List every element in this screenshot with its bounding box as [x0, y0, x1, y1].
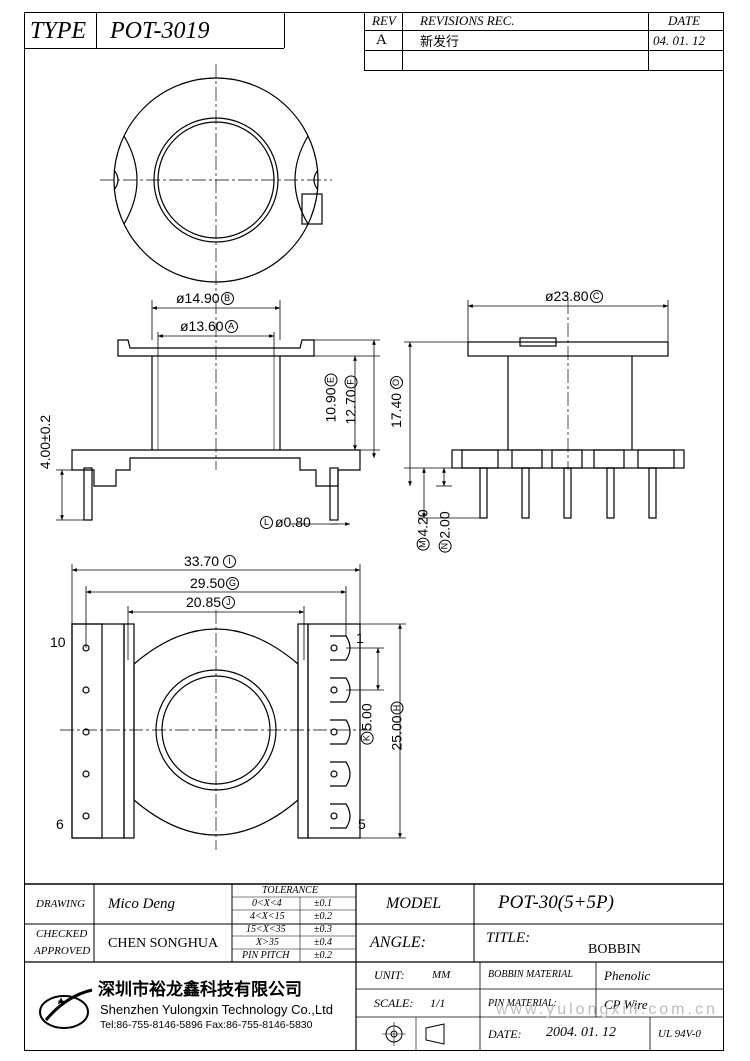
unit-value: MM	[432, 969, 451, 981]
date-label: DATE:	[488, 1026, 522, 1041]
drawing-label: DRAWING	[36, 898, 86, 910]
projection-symbol-icon	[382, 1022, 445, 1046]
title-value: BOBBIN	[588, 942, 641, 957]
scale-value: 1/1	[430, 995, 446, 1010]
pin-label-6: 6	[56, 816, 64, 832]
tolerance-value: ±0.2	[314, 911, 332, 922]
date-header: DATE	[668, 13, 701, 28]
bottom-view-dimensions	[71, 564, 406, 839]
tolerance-range: 0<X<4	[252, 898, 282, 909]
tolerance-label: TOLERANCE	[262, 885, 318, 896]
tolerance-range: X>35	[256, 937, 279, 948]
scale-label: SCALE:	[374, 995, 414, 1010]
tolerance-range: 4<X<15	[250, 911, 285, 922]
checked-label: CHECKED	[36, 928, 88, 940]
drawing-frame	[24, 12, 724, 1051]
unit-label: UNIT:	[374, 967, 405, 982]
company-logo-icon	[39, 988, 93, 1029]
rev-value: A	[376, 32, 387, 48]
tolerance-value: ±0.3	[314, 924, 332, 935]
tolerance-range: 15<X<35	[246, 924, 286, 935]
rev-date: 04. 01. 12	[653, 32, 705, 48]
pin-label-10: 10	[50, 634, 66, 650]
date-value: 2004. 01. 12	[546, 1025, 616, 1040]
tolerance-value: ±0.1	[314, 898, 332, 909]
title-block-grid	[24, 883, 724, 1051]
revisions-header: REVISIONS REC.	[420, 13, 515, 28]
bobbin-material-value: Phenolic	[604, 968, 651, 983]
flammability-rating: UL 94V-0	[658, 1028, 701, 1040]
angle-label: ANGLE:	[370, 934, 426, 951]
bottom-view	[60, 610, 372, 850]
checked-value: CHEN SONGHUA	[108, 936, 219, 951]
top-view	[100, 64, 332, 296]
pin-material-value: CP Wire	[604, 997, 648, 1012]
company-name-en: Shenzhen Yulongxin Technology Co.,Ltd	[100, 1001, 333, 1017]
side-view	[451, 300, 685, 519]
tolerance-range: PIN PITCH	[242, 950, 290, 961]
pin-label-1: 1	[356, 630, 364, 646]
pin-material-label: PIN MATERIAL:	[488, 997, 557, 1009]
drawing-value: Mico Deng	[108, 895, 176, 912]
title-label: TITLE:	[486, 929, 531, 946]
rev-header: REV	[372, 13, 396, 28]
tolerance-value: ±0.4	[314, 937, 332, 948]
company-name-cn: 深圳市裕龙鑫科技有限公司	[98, 979, 302, 1000]
rev-description: 新发行	[420, 35, 460, 50]
pin-label-5: 5	[358, 816, 366, 832]
watermark-url: www.yulongxin.com.cn	[496, 1001, 718, 1018]
type-value: POT-3019	[110, 17, 210, 44]
company-contact: Tel:86-755-8146-5896 Fax:86-755-8146-583…	[100, 1019, 313, 1031]
bobbin-material-label: BOBBIN MATERIAL	[488, 968, 573, 980]
model-value: POT-30(5+5P)	[498, 892, 614, 913]
model-label: MODEL	[386, 895, 442, 912]
dim-h400: 4.00±0.2	[37, 414, 54, 470]
front-view-dimensions	[56, 300, 380, 526]
type-label: TYPE	[30, 17, 87, 44]
front-view	[71, 300, 361, 521]
side-view-dimensions	[404, 300, 669, 519]
approved-label: APPROVED	[34, 945, 91, 957]
tolerance-value: ±0.2	[314, 950, 332, 961]
